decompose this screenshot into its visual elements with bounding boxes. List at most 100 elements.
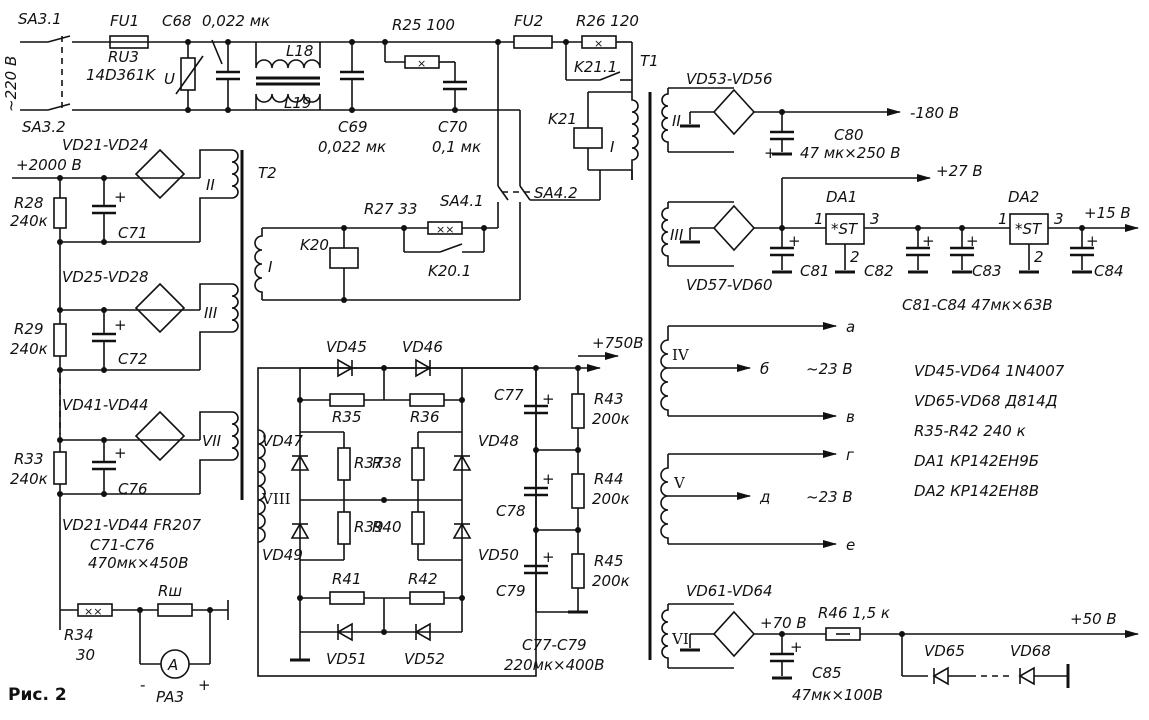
plus-c76: + <box>114 444 127 462</box>
r38-label: R38 <box>372 454 402 472</box>
da2-pin2: 2 <box>1034 248 1044 266</box>
plus-c78: + <box>542 470 555 488</box>
mains-voltage-label: ~220 В <box>2 56 20 112</box>
svg-text:×: × <box>417 57 426 70</box>
note-c81-84: C81-C84 47мк×63В <box>902 296 1053 314</box>
secondary-II-rectifier <box>661 87 901 156</box>
r28-value: 240к <box>10 212 48 230</box>
wnd-IV-label: IV <box>672 346 690 364</box>
switch-sa4 <box>497 42 633 300</box>
r29-label: R29 <box>14 320 44 338</box>
svg-text:××: ×× <box>436 223 454 236</box>
da2-label: DA2 <box>1008 188 1039 206</box>
plus-c84: + <box>1086 232 1099 250</box>
vd57-60-label: VD57-VD60 <box>686 276 773 294</box>
out-d-label: д <box>759 488 770 506</box>
t2-wnd-I-label: I <box>268 258 273 276</box>
c85-value: 47мк×100В <box>792 686 883 704</box>
wnd-VIII-label: VIII <box>261 490 291 508</box>
varistor-ru3 <box>175 39 204 113</box>
r43-label: R43 <box>594 390 624 408</box>
ammeter-label: A <box>167 656 178 674</box>
t2-primary-circuit: ×× <box>254 221 520 303</box>
note-c77-79-value: 220мк×400В <box>504 656 605 674</box>
plus-c82: + <box>922 232 935 250</box>
vd25-28-label: VD25-VD28 <box>62 268 149 286</box>
note-vd45-64: VD45-VD64 1N4007 <box>914 362 1065 380</box>
c85-label: C85 <box>812 664 842 682</box>
v70-label: +70 В <box>760 614 807 632</box>
c80-value: 47 мк×250 В <box>800 144 901 162</box>
r42-label: R42 <box>408 570 438 588</box>
vd61-64-label: VD61-VD64 <box>686 582 773 600</box>
r39-label: R39 <box>354 518 384 536</box>
c72-label: C72 <box>118 350 148 368</box>
capacitor-c68 <box>211 39 240 113</box>
hv-rectifier-stack: ×× <box>12 148 239 679</box>
mains-input <box>20 35 520 111</box>
relay-contact-k21-1 <box>565 42 632 81</box>
k21-label: K21 <box>548 110 577 128</box>
vd47-label: VD47 <box>262 432 303 450</box>
ru3-type-label: 14D361K <box>86 66 156 84</box>
note-c71-76: C71-C76 <box>90 536 155 554</box>
note-vd21-44: VD21-VD44 FR207 <box>62 516 202 534</box>
v27-label: +27 В <box>936 162 983 180</box>
da2-st: *ST <box>1015 220 1043 238</box>
secondary-V <box>660 450 837 548</box>
capacitor-c70 <box>443 80 467 113</box>
r33-value: 240к <box>10 470 48 488</box>
plus-c81: + <box>788 232 801 250</box>
out-g-label: г <box>846 446 854 464</box>
r34-label: R34 <box>64 626 94 644</box>
figure-caption: Рис. 2 <box>8 685 67 705</box>
svg-text:×: × <box>594 37 603 50</box>
vd41-44-label: VD41-VD44 <box>62 396 149 414</box>
da1-label: DA1 <box>826 188 857 206</box>
t1-wnd-I-label: I <box>610 138 615 156</box>
sa3-2-label: SA3.2 <box>22 118 66 136</box>
plus-c80: + <box>764 144 777 162</box>
c76-label: C76 <box>118 480 148 498</box>
fu1-label: FU1 <box>110 12 139 30</box>
r29-value: 240к <box>10 340 48 358</box>
v50-label: +50 В <box>1070 610 1117 628</box>
wnd-III-label: III <box>670 226 684 244</box>
wnd-VI-label: VI <box>671 630 689 648</box>
c77-label: C77 <box>494 386 524 404</box>
r27-label: R27 33 <box>364 200 417 218</box>
note-r35-42: R35-R42 240 к <box>914 422 1026 440</box>
c70-value: 0,1 мк <box>432 138 481 156</box>
vd49-label: VD49 <box>262 546 303 564</box>
c80-label: C80 <box>834 126 864 144</box>
fuse-fu2 <box>513 35 553 49</box>
r33-label: R33 <box>14 450 44 468</box>
da2-pin1: 1 <box>998 210 1008 228</box>
da2-pin3: 3 <box>1054 210 1064 228</box>
r45-value: 200к <box>592 572 630 590</box>
capacitor-c69 <box>340 39 364 113</box>
k20-label: K20 <box>300 236 329 254</box>
out-a-label: а <box>846 318 855 336</box>
c81-label: C81 <box>800 262 830 280</box>
r44-label: R44 <box>594 470 624 488</box>
da1-pin1: 1 <box>814 210 824 228</box>
note-da2: DA2 КР142ЕН8В <box>914 482 1039 500</box>
v2000-label: +2000 В <box>16 156 82 174</box>
t1-label: T1 <box>640 52 659 70</box>
c68-value: 0,022 мк <box>202 12 270 30</box>
c79-label: C79 <box>496 582 526 600</box>
r36-label: R36 <box>410 408 440 426</box>
secondary-IV <box>660 322 837 420</box>
fu2-label: FU2 <box>514 12 543 30</box>
pa3-label: PA3 <box>156 688 184 706</box>
t2-wnd-III-label: III <box>204 304 218 322</box>
vd45-label: VD45 <box>326 338 367 356</box>
da1-pin3: 3 <box>870 210 880 228</box>
r28-label: R28 <box>14 194 44 212</box>
out-v-label: в <box>846 408 855 426</box>
varistor-u-label: U <box>164 70 175 88</box>
svg-text:××: ×× <box>84 605 102 618</box>
vd21-24-label: VD21-VD24 <box>62 136 149 154</box>
